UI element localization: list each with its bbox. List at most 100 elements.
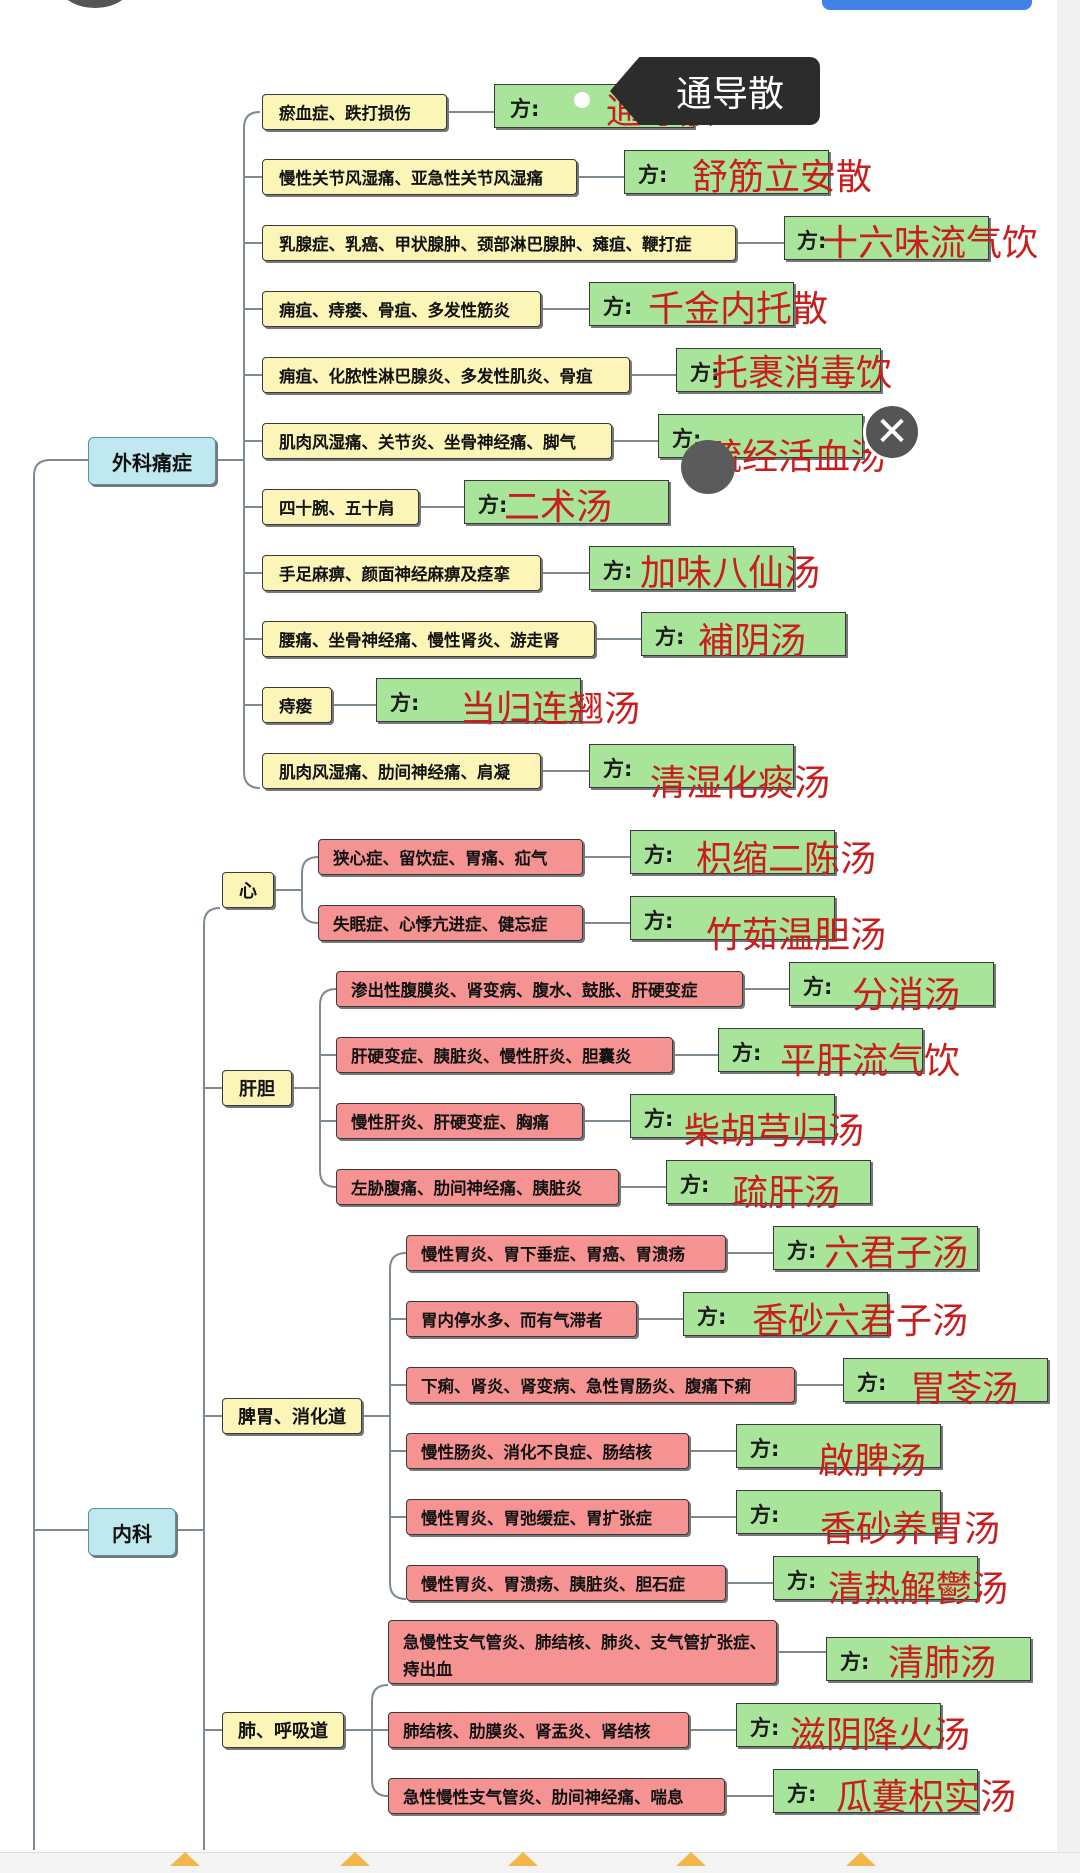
symptom-node[interactable]: 急慢性支气管炎、肺结核、肺炎、支气管扩张症、痔出血 bbox=[388, 1620, 777, 1684]
prescription-prefix: 方: bbox=[787, 1569, 817, 1593]
symptom-node[interactable]: 痈疽、化脓性淋巴腺炎、多发性肌炎、骨疽 bbox=[262, 357, 630, 393]
prescription-name: 滋阴降火汤 bbox=[790, 1715, 971, 1756]
symptom-node[interactable]: 乳腺症、乳癌、甲状腺肿、颈部淋巴腺肿、瘫疽、鞭打症 bbox=[262, 225, 736, 261]
avatar[interactable] bbox=[55, 0, 135, 8]
prescription-box[interactable] bbox=[630, 830, 835, 874]
symptom-node[interactable]: 慢性胃炎、胃弛缓症、胃扩张症 bbox=[406, 1499, 689, 1535]
prescription-prefix: 方: bbox=[787, 1782, 817, 1806]
prescription-box[interactable] bbox=[773, 1226, 978, 1270]
symptom-node[interactable]: 肌肉风湿痛、肋间神经痛、肩凝 bbox=[262, 753, 541, 789]
symptom-node[interactable]: 慢性胃炎、胃下垂症、胃癌、胃溃疡 bbox=[406, 1235, 726, 1271]
prescription-name: 十六味流气饮 bbox=[822, 223, 1039, 264]
symptom-node[interactable]: 急性慢性支气管炎、肋间神经痛、喘息 bbox=[388, 1778, 725, 1814]
prescription-box[interactable] bbox=[718, 1028, 923, 1072]
prescription-prefix: 方: bbox=[732, 1041, 762, 1065]
prescription-name: 香砂六君子汤 bbox=[752, 1301, 969, 1342]
prescription-box[interactable] bbox=[736, 1490, 941, 1534]
symptom-node[interactable]: 手足麻痹、颜面神经麻痹及痉挛 bbox=[262, 555, 541, 591]
prescription-box[interactable] bbox=[736, 1703, 941, 1747]
prescription-prefix: 方: bbox=[803, 975, 833, 999]
prescription-prefix: 方: bbox=[644, 843, 674, 867]
connector bbox=[243, 111, 261, 789]
prescription-box[interactable] bbox=[464, 480, 669, 524]
tooltip-text: 通导散 bbox=[675, 74, 784, 115]
connector bbox=[371, 1684, 389, 1797]
symptom-node[interactable]: 痔瘘 bbox=[262, 687, 332, 723]
prescription-box[interactable] bbox=[376, 678, 581, 722]
prescription-prefix: 方: bbox=[797, 229, 827, 253]
prescription-prefix: 方: bbox=[787, 1239, 817, 1263]
prescription-box[interactable] bbox=[589, 744, 794, 788]
action-button[interactable] bbox=[822, 0, 1032, 10]
prescription-box[interactable] bbox=[624, 150, 829, 194]
prescription-name: 千金内托散 bbox=[648, 289, 829, 330]
prescription-prefix: 方: bbox=[857, 1371, 887, 1395]
category-node-liver[interactable]: 肝胆 bbox=[222, 1070, 292, 1106]
close-button[interactable]: ✕ bbox=[863, 403, 921, 461]
prescription-prefix: 方: bbox=[655, 625, 685, 649]
prescription-name: 分消汤 bbox=[852, 975, 961, 1016]
symptom-node[interactable]: 失眠症、心悸亢进症、健忘症 bbox=[318, 905, 583, 941]
bottom-toolbar bbox=[0, 1852, 1080, 1873]
prescription-box[interactable] bbox=[676, 348, 881, 392]
connector bbox=[301, 856, 319, 924]
category-node-spleen[interactable]: 脾胃、消化道 bbox=[222, 1398, 362, 1434]
root-node-internal[interactable]: 内科 bbox=[88, 1508, 176, 1556]
prescription-name: 六君子汤 bbox=[824, 1233, 969, 1274]
prescription-name: 補阴汤 bbox=[698, 621, 807, 662]
symptom-node[interactable]: 慢性肝炎、肝硬变症、胸痛 bbox=[336, 1103, 583, 1139]
category-node-lung[interactable]: 肺、呼吸道 bbox=[222, 1712, 344, 1748]
prescription-box[interactable] bbox=[843, 1358, 1048, 1402]
connector bbox=[203, 907, 221, 1850]
prescription-box[interactable] bbox=[789, 962, 994, 1006]
drag-handle[interactable] bbox=[681, 440, 735, 494]
prescription-prefix: 方: bbox=[478, 493, 508, 517]
symptom-node[interactable]: 慢性肠炎、消化不良症、肠结核 bbox=[406, 1433, 689, 1469]
symptom-node[interactable]: 胃内停水多、而有气滞者 bbox=[406, 1301, 637, 1337]
prescription-prefix: 方: bbox=[840, 1650, 870, 1674]
prescription-name: 二术汤 bbox=[504, 487, 613, 528]
symptom-node[interactable]: 肝硬变症、胰脏炎、慢性肝炎、胆囊炎 bbox=[336, 1037, 673, 1073]
prescription-prefix: 方: bbox=[510, 97, 540, 121]
prescription-prefix: 方: bbox=[603, 559, 633, 583]
prescription-box[interactable] bbox=[666, 1160, 871, 1204]
symptom-node[interactable]: 左胁腹痛、肋间神经痛、胰脏炎 bbox=[336, 1169, 619, 1205]
symptom-node[interactable]: 慢性胃炎、胃溃疡、胰脏炎、胆石症 bbox=[406, 1565, 726, 1601]
symptom-node[interactable]: 下痢、肾炎、肾变病、急性胃肠炎、腹痛下痢 bbox=[406, 1367, 795, 1403]
prescription-name: 当归连翘汤 bbox=[460, 689, 641, 730]
symptom-node[interactable]: 腰痛、坐骨神经痛、慢性肾炎、游走肾 bbox=[262, 621, 595, 657]
prescription-box[interactable] bbox=[641, 612, 846, 656]
prescription-box[interactable] bbox=[589, 546, 794, 590]
prescription-box[interactable] bbox=[826, 1637, 1031, 1681]
symptom-node[interactable]: 狭心症、留饮症、胃痛、疝气 bbox=[318, 839, 583, 875]
prescription-box[interactable] bbox=[736, 1424, 941, 1468]
prescription-box[interactable] bbox=[773, 1556, 978, 1600]
close-icon: ✕ bbox=[875, 409, 909, 455]
root-node-surgery[interactable]: 外科痛症 bbox=[88, 437, 216, 485]
symptom-node[interactable]: 瘀血症、跌打损伤 bbox=[262, 94, 447, 130]
prescription-prefix: 方: bbox=[680, 1173, 710, 1197]
prescription-box[interactable] bbox=[784, 216, 989, 260]
tooltip: 通导散 bbox=[610, 57, 820, 125]
prescription-name: 加味八仙汤 bbox=[640, 553, 821, 594]
prescription-box[interactable] bbox=[630, 896, 835, 940]
symptom-node[interactable]: 肌肉风湿痛、关节炎、坐骨神经痛、脚气 bbox=[262, 423, 612, 459]
selection-dot[interactable] bbox=[574, 92, 590, 108]
symptom-node[interactable]: 慢性关节风湿痛、亚急性关节风湿痛 bbox=[262, 159, 577, 195]
symptom-node[interactable]: 四十腕、五十肩 bbox=[262, 489, 419, 525]
scrollbar[interactable] bbox=[1057, 0, 1080, 1872]
prescription-box[interactable] bbox=[683, 1292, 888, 1336]
prescription-name: 清热解鬱汤 bbox=[828, 1569, 1009, 1610]
symptom-node[interactable]: 肺结核、肋膜炎、肾盂炎、肾结核 bbox=[388, 1712, 689, 1748]
category-node-heart[interactable]: 心 bbox=[222, 872, 274, 908]
prescription-name: 清肺汤 bbox=[888, 1643, 997, 1684]
prescription-name: 啟脾汤 bbox=[818, 1441, 927, 1482]
symptom-node[interactable]: 痈疽、痔瘘、骨疽、多发性筋炎 bbox=[262, 291, 541, 327]
prescription-prefix: 方: bbox=[750, 1503, 780, 1527]
prescription-prefix: 方: bbox=[750, 1716, 780, 1740]
symptom-node[interactable]: 渗出性腹膜炎、肾变病、腹水、鼓胀、肝硬变症 bbox=[336, 971, 743, 1007]
prescription-name: 胃苓汤 bbox=[910, 1369, 1019, 1410]
prescription-box[interactable] bbox=[589, 282, 794, 326]
prescription-box[interactable] bbox=[630, 1094, 835, 1138]
prescription-box[interactable] bbox=[773, 1769, 978, 1813]
